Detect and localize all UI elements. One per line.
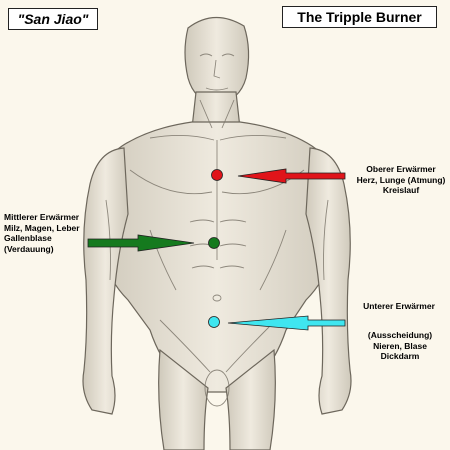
label-lower-line-3: Dickdarm bbox=[380, 351, 420, 361]
label-lower-burner-desc: (Ausscheidung) Nieren, Blase Dickdarm bbox=[352, 330, 448, 362]
title-san-jiao: "San Jiao" bbox=[8, 8, 98, 30]
arrow-middle bbox=[87, 234, 195, 252]
label-middle-line-2: Milz, Magen, Leber bbox=[4, 222, 80, 233]
label-upper-line-2: Herz, Lunge (Atmung) bbox=[356, 174, 446, 185]
label-upper-burner: Oberer Erwärmer Herz, Lunge (Atmung) Kre… bbox=[355, 164, 447, 196]
label-lower-title: Unterer Erwärmer bbox=[363, 301, 435, 311]
label-upper-line-1: Oberer Erwärmer bbox=[366, 164, 436, 174]
label-middle-line-1: Mittlerer Erwärmer bbox=[4, 212, 80, 222]
arrow-lower bbox=[227, 315, 346, 331]
point-upper-burner bbox=[211, 169, 223, 181]
title-tripple-burner: The Tripple Burner bbox=[282, 6, 437, 28]
label-lower-line-2: Nieren, Blase bbox=[373, 340, 427, 351]
label-middle-line-3: Gallenblase bbox=[4, 233, 52, 243]
label-middle-line-4: (Verdauung) bbox=[4, 243, 54, 254]
label-upper-line-3: Kreislauf bbox=[382, 185, 420, 195]
point-lower-burner bbox=[208, 316, 220, 328]
label-lower-burner-title: Unterer Erwärmer bbox=[349, 301, 449, 312]
point-middle-burner bbox=[208, 237, 220, 249]
label-middle-burner: Mittlerer Erwärmer Milz, Magen, Leber Ga… bbox=[4, 212, 86, 254]
label-lower-line-1: (Ausscheidung) bbox=[367, 330, 433, 340]
arrow-upper bbox=[237, 168, 346, 184]
arrow-layer bbox=[87, 168, 346, 331]
point-layer bbox=[208, 169, 223, 328]
